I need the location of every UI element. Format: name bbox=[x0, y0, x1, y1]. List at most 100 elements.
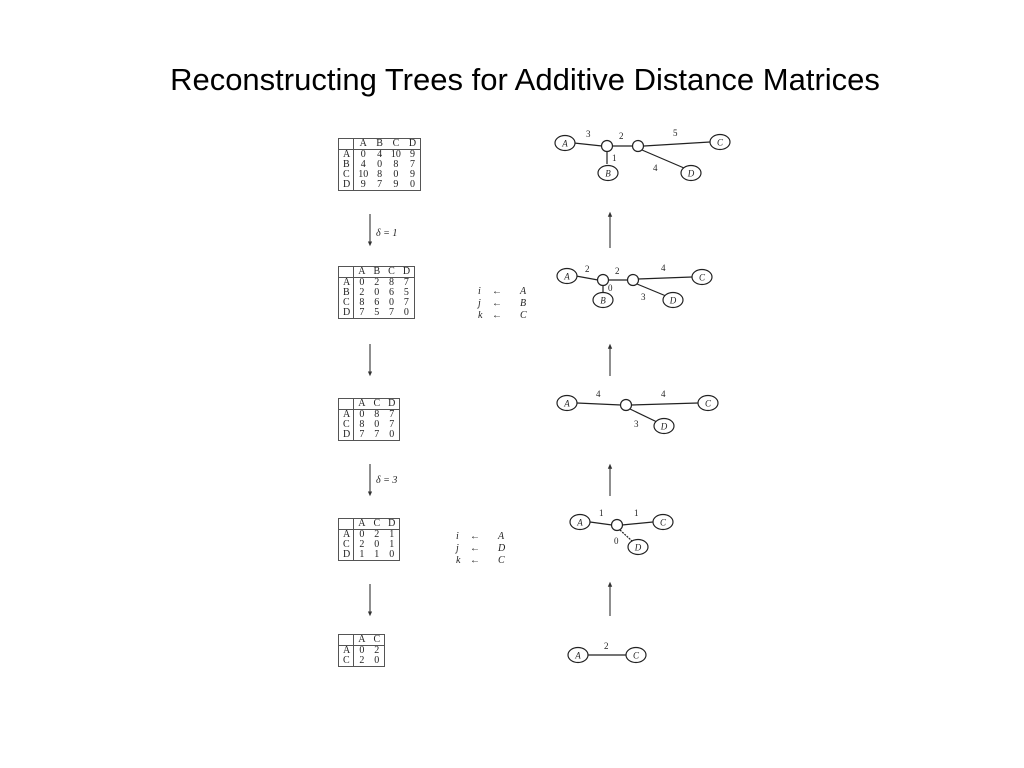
edge-weight: 0 bbox=[614, 536, 619, 546]
leaf-node bbox=[556, 394, 578, 412]
node-label: A bbox=[576, 518, 583, 528]
corner-cell bbox=[338, 138, 355, 150]
tree-edge bbox=[636, 283, 667, 297]
edge-weight: 1 bbox=[612, 153, 617, 163]
cell: 8 bbox=[377, 169, 383, 180]
edge-weight: 0 bbox=[608, 283, 613, 293]
page-title: Reconstructing Trees for Additive Distan… bbox=[170, 62, 880, 97]
node-label: D bbox=[660, 422, 668, 432]
cell: 2 bbox=[374, 529, 380, 540]
down-arrow-1: δ = 1 bbox=[367, 214, 397, 247]
node-label: D bbox=[634, 543, 642, 553]
edge-weight: 2 bbox=[604, 641, 609, 651]
internal-node bbox=[596, 273, 610, 287]
row-header: B bbox=[338, 288, 355, 298]
node-label: A bbox=[563, 399, 570, 409]
assign-var: j bbox=[478, 298, 481, 309]
row-header: D bbox=[338, 180, 355, 191]
tree-edge bbox=[589, 521, 613, 526]
node-label: A bbox=[563, 272, 570, 282]
node-label: A bbox=[561, 139, 568, 149]
edge-weight: 4 bbox=[653, 163, 658, 173]
left-arrow-icon: ← bbox=[470, 555, 480, 566]
assign-value: A bbox=[520, 286, 527, 297]
internal-node bbox=[619, 398, 633, 412]
row-header: D bbox=[338, 308, 355, 319]
row-header: A bbox=[338, 277, 355, 288]
col-header: D bbox=[384, 398, 400, 410]
tree-edge bbox=[629, 408, 658, 423]
cell: 10 bbox=[358, 169, 369, 180]
left-arrow-icon: ← bbox=[470, 543, 480, 554]
tree-5: A C 2 bbox=[567, 641, 647, 664]
cell: 2 bbox=[359, 539, 365, 550]
cell: 7 bbox=[403, 277, 409, 288]
cell: 0 bbox=[377, 159, 383, 170]
cell: 7 bbox=[377, 179, 383, 190]
delta-label: δ = 3 bbox=[376, 475, 397, 486]
cell: 6 bbox=[374, 297, 380, 308]
node-label: D bbox=[687, 169, 695, 179]
tree-edge bbox=[621, 521, 654, 526]
cell: 4 bbox=[360, 159, 366, 170]
cell: 9 bbox=[360, 179, 366, 190]
cell: 8 bbox=[393, 159, 399, 170]
tree-edge bbox=[643, 141, 711, 147]
cell: 2 bbox=[374, 277, 380, 288]
leaf-node bbox=[556, 267, 578, 285]
edge-weight: 3 bbox=[586, 129, 591, 139]
edge-weight: 4 bbox=[596, 389, 601, 399]
cell: 5 bbox=[403, 287, 409, 298]
leaf-node bbox=[569, 513, 591, 531]
cell: 0 bbox=[389, 429, 395, 440]
tree-edge bbox=[630, 402, 699, 406]
cell: 9 bbox=[410, 169, 416, 180]
row-header: A bbox=[338, 409, 355, 420]
edge-weight: 2 bbox=[615, 266, 620, 276]
row-header: C bbox=[338, 540, 355, 550]
cell: 6 bbox=[388, 287, 394, 298]
left-arrow-icon: ← bbox=[492, 286, 502, 297]
col-header: C bbox=[369, 398, 385, 410]
tree-edge bbox=[573, 142, 603, 147]
row-header: A bbox=[338, 529, 355, 540]
cell: 2 bbox=[374, 645, 380, 656]
row-header: D bbox=[338, 430, 355, 441]
left-arrow-icon: ← bbox=[492, 310, 502, 321]
left-arrow-icon: ← bbox=[492, 298, 502, 309]
cell: 8 bbox=[388, 277, 394, 288]
node-label: C bbox=[633, 651, 640, 661]
edge-weight: 4 bbox=[661, 263, 666, 273]
cell: 5 bbox=[374, 307, 380, 318]
assign-value: C bbox=[498, 555, 505, 566]
cell: 1 bbox=[374, 549, 380, 560]
col-header: C bbox=[369, 518, 385, 530]
node-label: C bbox=[699, 273, 706, 283]
col-header: A bbox=[353, 138, 373, 150]
cell: 7 bbox=[374, 429, 380, 440]
cell: 0 bbox=[374, 655, 380, 666]
cell: 7 bbox=[410, 159, 416, 170]
edge-weight: 1 bbox=[599, 508, 604, 518]
cell: 0 bbox=[359, 277, 365, 288]
corner-cell bbox=[338, 266, 355, 278]
tree-edge bbox=[576, 402, 622, 406]
assign-var: i bbox=[456, 531, 459, 542]
row-header: C bbox=[338, 298, 355, 308]
col-header: D bbox=[384, 518, 400, 530]
corner-cell bbox=[338, 398, 355, 410]
col-header: A bbox=[353, 398, 370, 410]
edge-weight: 3 bbox=[641, 292, 646, 302]
col-header: A bbox=[353, 518, 370, 530]
leaf-node bbox=[691, 268, 713, 286]
